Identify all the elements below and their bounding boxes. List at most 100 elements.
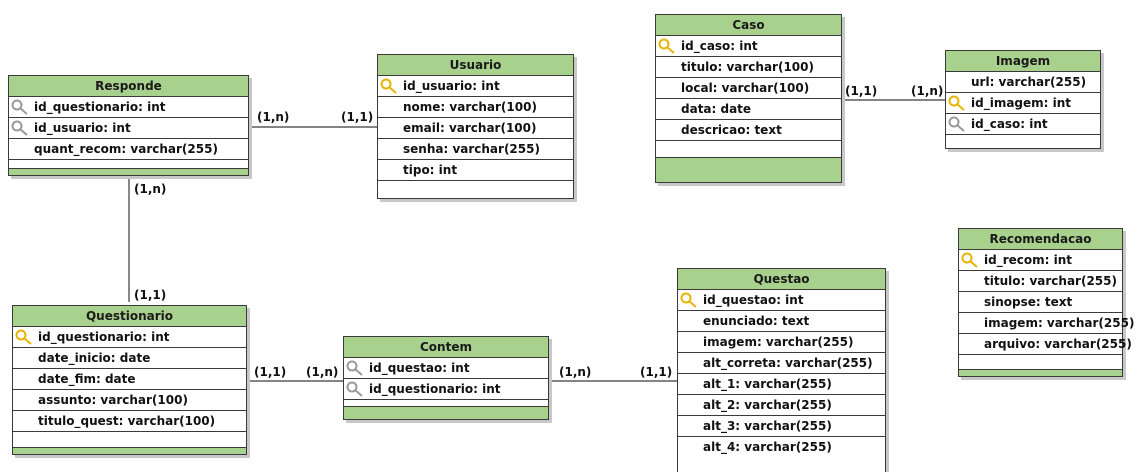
field-label: alt_4: varchar(255) <box>703 440 832 454</box>
entity-imagem[interactable]: Imagem url: varchar(255) id_imagem: int … <box>945 50 1101 149</box>
field-label: nome: varchar(100) <box>403 100 537 114</box>
cardinality-label: (1,1) <box>254 365 287 379</box>
field-row: local: varchar(100) <box>656 78 841 99</box>
field-row: alt_2: varchar(255) <box>678 395 885 416</box>
field-row: id_imagem: int <box>946 93 1100 114</box>
entity-footer <box>9 168 248 175</box>
field-row: id_recom: int <box>959 250 1122 271</box>
entity-title: Questao <box>678 269 885 290</box>
field-label: id_caso: int <box>971 117 1048 131</box>
field-row: id_usuario: int <box>378 76 573 97</box>
field-label: alt_correta: varchar(255) <box>703 356 873 370</box>
field-row: quant_recom: varchar(255) <box>9 139 248 160</box>
cardinality-label: (1,1) <box>341 110 374 124</box>
entity-title: Contem <box>344 337 548 358</box>
field-label: id_questionario: int <box>38 330 170 344</box>
field-row: alt_1: varchar(255) <box>678 374 885 395</box>
entity-title: Caso <box>656 15 841 36</box>
field-label: alt_1: varchar(255) <box>703 377 832 391</box>
field-label: assunto: varchar(100) <box>38 393 188 407</box>
field-row: id_questao: int <box>344 358 548 379</box>
foreign-key-icon <box>948 116 965 132</box>
entity-recomendacao[interactable]: Recomendacao id_recom: int titulo: varch… <box>958 228 1134 377</box>
field-row: data: date <box>656 99 841 120</box>
entity-caso[interactable]: Caso id_caso: int titulo: varchar(100) l… <box>655 14 842 183</box>
field-row: id_questionario: int <box>344 379 548 400</box>
field-label: data: date <box>681 102 752 116</box>
primary-key-icon <box>680 292 697 308</box>
field-row: senha: varchar(255) <box>378 139 573 160</box>
field-label: alt_2: varchar(255) <box>703 398 832 412</box>
entity-contem[interactable]: Contem id_questao: int id_questionario: … <box>343 336 549 420</box>
field-label: id_questao: int <box>369 361 470 375</box>
foreign-key-icon <box>346 360 363 376</box>
field-row: id_questionario: int <box>13 327 246 348</box>
field-row: url: varchar(255) <box>946 72 1100 93</box>
field-row: enunciado: text <box>678 311 885 332</box>
field-row: descricao: text <box>656 120 841 141</box>
field-label: tipo: int <box>403 163 458 177</box>
cardinality-label: (1,1) <box>845 84 878 98</box>
field-row: email: varchar(100) <box>378 118 573 139</box>
field-label: email: varchar(100) <box>403 121 537 135</box>
field-row: id_usuario: int <box>9 118 248 139</box>
entity-title: Recomendacao <box>959 229 1122 250</box>
entity-footer <box>959 369 1122 376</box>
field-row: titulo_quest: varchar(100) <box>13 411 246 432</box>
field-label: arquivo: varchar(255) <box>984 337 1132 351</box>
field-row: nome: varchar(100) <box>378 97 573 118</box>
field-label: id_usuario: int <box>34 121 131 135</box>
field-label: date_fim: date <box>38 372 136 386</box>
foreign-key-icon <box>11 99 28 115</box>
field-row: id_questionario: int <box>9 97 248 118</box>
cardinality-label: (1,1) <box>134 288 167 302</box>
field-label: date_inicio: date <box>38 351 151 365</box>
field-row: alt_3: varchar(255) <box>678 416 885 437</box>
field-label: id_questao: int <box>703 293 804 307</box>
entity-responde[interactable]: Responde id_questionario: int id_usuario… <box>8 75 249 176</box>
primary-key-icon <box>380 78 397 94</box>
entity-usuario[interactable]: Usuario id_usuario: int nome: varchar(10… <box>377 54 574 199</box>
field-row: arquivo: varchar(255) <box>959 334 1132 355</box>
entity-title: Imagem <box>946 51 1100 72</box>
field-row: assunto: varchar(100) <box>13 390 246 411</box>
cardinality-label: (1,n) <box>911 84 944 98</box>
entity-footer <box>13 447 246 454</box>
field-label: enunciado: text <box>703 314 810 328</box>
field-label: id_questionario: int <box>34 100 166 114</box>
cardinality-label: (1,n) <box>134 182 167 196</box>
field-row: titulo: varchar(100) <box>656 57 841 78</box>
field-label: descricao: text <box>681 123 782 137</box>
cardinality-label: (1,1) <box>640 365 673 379</box>
entity-questionario[interactable]: Questionario id_questionario: int date_i… <box>12 305 247 455</box>
field-label: titulo: varchar(100) <box>681 60 814 74</box>
entity-footer <box>656 157 841 182</box>
field-label: titulo_quest: varchar(100) <box>38 414 216 428</box>
entity-title: Questionario <box>13 306 246 327</box>
entity-title: Responde <box>9 76 248 97</box>
field-row: alt_4: varchar(255) <box>678 437 885 458</box>
field-label: url: varchar(255) <box>971 75 1087 89</box>
primary-key-icon <box>948 95 965 111</box>
cardinality-label: (1,n) <box>257 110 290 124</box>
cardinality-label: (1,n) <box>306 365 339 379</box>
primary-key-icon <box>15 329 32 345</box>
field-row: titulo: varchar(255) <box>959 271 1122 292</box>
field-label: imagem: varchar(255) <box>703 335 854 349</box>
entity-questao[interactable]: Questao id_questao: int enunciado: text … <box>677 268 886 472</box>
field-row: imagem: varchar(255) <box>959 313 1134 334</box>
field-row: alt_correta: varchar(255) <box>678 353 885 374</box>
field-label: senha: varchar(255) <box>403 142 540 156</box>
field-row: id_questao: int <box>678 290 885 311</box>
field-label: id_recom: int <box>984 253 1072 267</box>
field-label: id_imagem: int <box>971 96 1072 110</box>
foreign-key-icon <box>11 120 28 136</box>
entity-title: Usuario <box>378 55 573 76</box>
field-row: date_inicio: date <box>13 348 246 369</box>
primary-key-icon <box>658 38 675 54</box>
primary-key-icon <box>961 252 978 268</box>
field-label: imagem: varchar(255) <box>984 316 1135 330</box>
field-row: id_caso: int <box>946 114 1100 135</box>
foreign-key-icon <box>346 381 363 397</box>
